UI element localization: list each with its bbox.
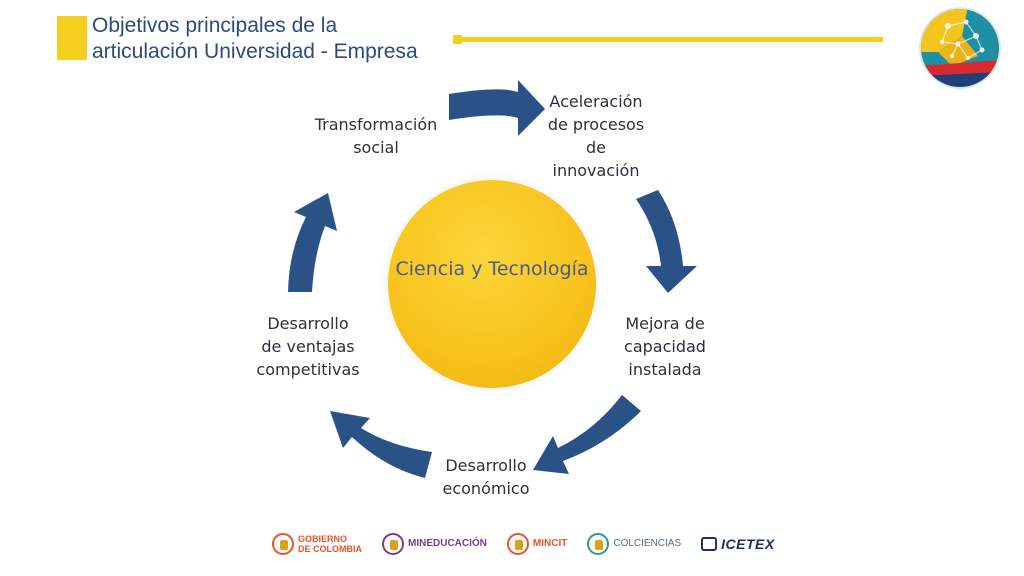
node-desarrollo-ventajas: Desarrollo de ventajas competitivas xyxy=(256,314,360,379)
arrow-top xyxy=(449,80,545,136)
logo-mincit: MINCIT xyxy=(506,533,567,555)
arrow-right-upper xyxy=(636,190,697,293)
logo-icetex: ICETEX xyxy=(701,536,775,552)
seal-icon xyxy=(272,533,294,555)
seal-icon xyxy=(587,533,610,555)
center-circle xyxy=(388,180,596,388)
node-desarrollo-economico: Desarrollo económico xyxy=(442,456,530,498)
node-mejora: Mejora de capacidad instalada xyxy=(624,314,706,379)
page-title: Objetivos principales de la articulación… xyxy=(92,13,462,65)
seal-icon xyxy=(506,533,529,555)
logo-colciencias: COLCIENCIAS xyxy=(587,533,681,555)
node-aceleracion: Aceleración de procesos de innovación xyxy=(547,92,645,180)
arrow-left xyxy=(288,193,337,292)
title-line-1: Objetivos principales de la xyxy=(92,14,338,37)
arrow-bottom-right xyxy=(533,395,641,474)
logo-mineducacion: MINEDUCACIÓN xyxy=(382,533,487,555)
arrow-bottom-left xyxy=(330,411,432,478)
icetex-mark-icon xyxy=(701,537,718,551)
node-transformacion: Transformación social xyxy=(314,115,438,157)
logo-gobierno: GOBIERNO DE COLOMBIA xyxy=(272,533,362,555)
center-label: Ciencia y Tecnología xyxy=(395,258,589,280)
institution-logo-icon xyxy=(919,7,1001,89)
title-accent-block xyxy=(57,16,87,60)
seal-icon xyxy=(382,533,404,555)
footer-logos: GOBIERNO DE COLOMBIA MINEDUCACIÓN MINCIT… xyxy=(272,528,775,560)
title-rule xyxy=(455,37,883,42)
title-line-2: articulación Universidad - Empresa xyxy=(92,40,418,63)
